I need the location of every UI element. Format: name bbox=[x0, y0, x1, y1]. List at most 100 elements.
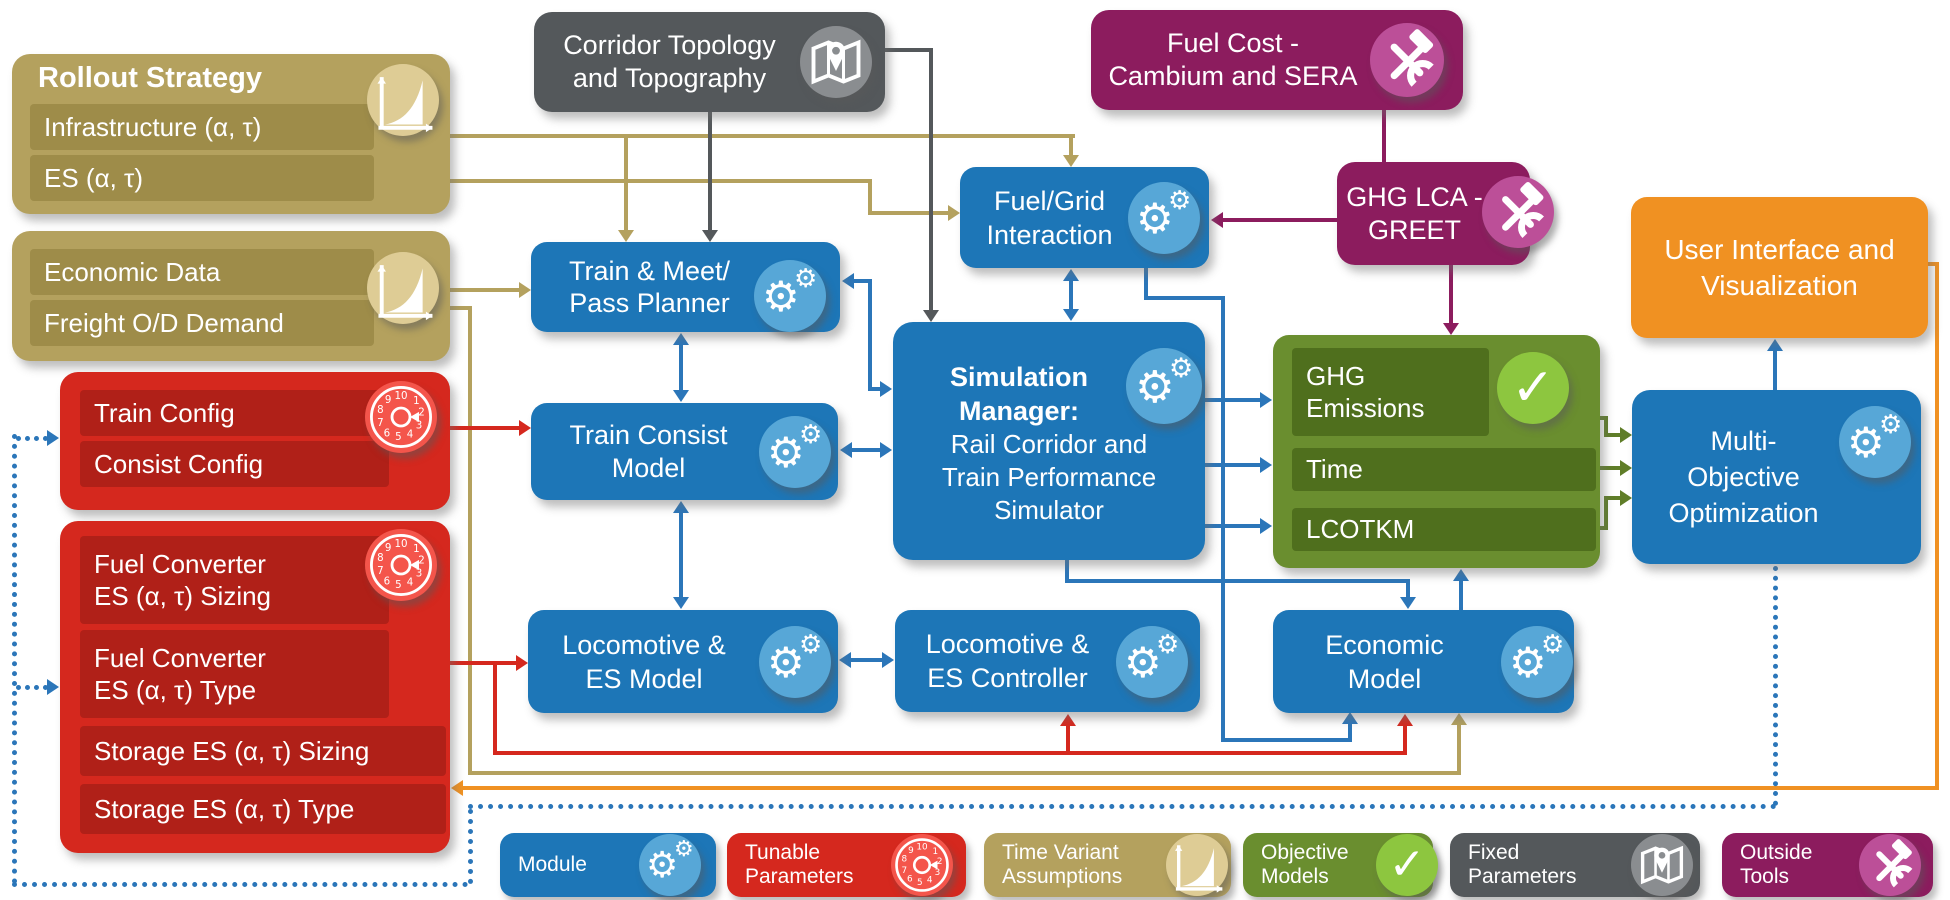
train-consist-label: Train Consist Model bbox=[569, 419, 728, 483]
connector-line bbox=[1406, 583, 1410, 597]
connector-line bbox=[868, 179, 872, 213]
connector-line bbox=[16, 685, 48, 690]
connector-arrowhead bbox=[1260, 392, 1272, 408]
ghg-emissions-item: GHG Emissions bbox=[1292, 348, 1489, 436]
svg-text:8: 8 bbox=[377, 552, 384, 564]
connector-arrowhead bbox=[1453, 569, 1469, 581]
connector-line bbox=[885, 48, 933, 52]
fuel-converter-type-label: Fuel Converter ES (α, τ) Type bbox=[94, 643, 266, 705]
connector-arrowhead bbox=[519, 420, 531, 436]
gears-icon: ⚙ ⚙ bbox=[1839, 406, 1911, 478]
connector-arrowhead bbox=[673, 597, 689, 609]
gears-icon: ⚙ ⚙ bbox=[1116, 626, 1188, 698]
connector-line bbox=[1066, 726, 1070, 751]
svg-text:1: 1 bbox=[932, 847, 938, 857]
connector-line bbox=[868, 387, 880, 391]
rollout-es-label: ES (α, τ) bbox=[44, 162, 143, 193]
legend-objective-models: Objective Models ✓ bbox=[1243, 833, 1438, 897]
connector-line bbox=[12, 882, 468, 887]
simulation-manager-subtitle: Rail Corridor and Train Performance Simu… bbox=[941, 428, 1157, 525]
connector-line bbox=[1205, 524, 1260, 528]
connector-line bbox=[854, 279, 870, 283]
connector-line bbox=[868, 279, 872, 389]
planner-label: Train & Meet/ Pass Planner bbox=[568, 256, 731, 318]
svg-text:3: 3 bbox=[935, 868, 941, 878]
connector-line bbox=[468, 804, 1777, 809]
connector-line bbox=[450, 426, 519, 430]
legend-time-variant-label: Time Variant Assumptions bbox=[1002, 841, 1123, 888]
connector-line bbox=[1069, 281, 1073, 309]
svg-text:10: 10 bbox=[394, 390, 407, 402]
connector-line bbox=[1773, 566, 1778, 806]
connector-arrowhead bbox=[923, 310, 939, 322]
svg-text:10: 10 bbox=[394, 538, 407, 550]
connector-arrowhead bbox=[880, 381, 892, 397]
check-icon: ✓ bbox=[1376, 834, 1438, 896]
connector-arrowhead bbox=[948, 205, 960, 221]
svg-text:5: 5 bbox=[917, 878, 923, 888]
economic-data-item: Economic Data bbox=[30, 249, 374, 295]
multi-objective-box: Multi- Objective Optimization ⚙ ⚙ bbox=[1632, 390, 1921, 564]
storage-es-type-item: Storage ES (α, τ) Type bbox=[80, 784, 446, 834]
connector-line bbox=[450, 661, 516, 665]
svg-text:6: 6 bbox=[907, 875, 913, 885]
connector-arrowhead bbox=[1063, 155, 1079, 167]
connector-line bbox=[1065, 579, 1410, 583]
connector-arrowhead bbox=[1451, 713, 1467, 725]
connector-line bbox=[450, 179, 872, 183]
connector-line bbox=[493, 751, 1407, 755]
ghg-emissions-label: GHG Emissions bbox=[1306, 361, 1425, 423]
connector-line bbox=[1604, 496, 1620, 500]
svg-text:2: 2 bbox=[418, 407, 425, 419]
connector-arrowhead bbox=[1443, 323, 1459, 335]
legend-module-label: Module bbox=[518, 853, 587, 876]
rollout-infrastructure-label: Infrastructure (α, τ) bbox=[44, 111, 262, 142]
connector-line bbox=[1457, 725, 1461, 771]
svg-text:4: 4 bbox=[407, 429, 414, 441]
connector-arrowhead bbox=[1620, 427, 1632, 443]
svg-text:9: 9 bbox=[385, 394, 392, 406]
connector-line bbox=[1459, 580, 1463, 611]
gears-icon: ⚙ ⚙ bbox=[1128, 182, 1200, 254]
tools-icon bbox=[1859, 834, 1921, 896]
connector-arrowhead bbox=[1063, 269, 1079, 281]
connector-line bbox=[448, 306, 472, 310]
train-config-label: Train Config bbox=[94, 397, 235, 428]
time-variant-chart-icon bbox=[1166, 834, 1228, 896]
connector-line bbox=[1604, 433, 1620, 437]
ghg-lca-greet-label: GHG LCA - GREET bbox=[1346, 181, 1483, 245]
fuel-cost-label: Fuel Cost - Cambium and SERA bbox=[1108, 28, 1358, 91]
svg-text:8: 8 bbox=[901, 855, 907, 865]
connector-line bbox=[1348, 724, 1352, 740]
connector-arrowhead bbox=[839, 652, 851, 668]
svg-text:1: 1 bbox=[413, 395, 420, 407]
rollout-strategy-box: Rollout Strategy Infrastructure (α, τ) E… bbox=[12, 54, 450, 214]
time-variant-chart-icon bbox=[367, 64, 439, 136]
svg-text:4: 4 bbox=[927, 876, 933, 886]
connector-arrowhead bbox=[1342, 712, 1358, 724]
loco-es-model-label: Locomotive & ES Model bbox=[562, 629, 726, 694]
connector-arrowhead bbox=[1400, 597, 1416, 609]
train-consist-module-box: Train Consist Model ⚙ ⚙ bbox=[531, 403, 838, 500]
multi-objective-label: Multi- Objective Optimization bbox=[1668, 426, 1819, 528]
legend-time-variant: Time Variant Assumptions bbox=[984, 833, 1231, 897]
connector-line bbox=[1604, 498, 1608, 530]
legend-tunable-label: Tunable Parameters bbox=[745, 841, 854, 888]
connector-line bbox=[463, 786, 1939, 790]
economic-model-label: Economic Model bbox=[1325, 629, 1444, 694]
connector-line bbox=[1449, 265, 1453, 323]
connector-arrowhead bbox=[673, 501, 689, 513]
connector-arrowhead bbox=[618, 230, 634, 242]
legend-objective-label: Objective Models bbox=[1261, 841, 1349, 888]
corridor-topology-box: Corridor Topology and Topography bbox=[534, 12, 885, 112]
loco-es-controller-label: Locomotive & ES Controller bbox=[925, 629, 1090, 693]
gears-icon: ⚙ ⚙ bbox=[1501, 626, 1573, 698]
gears-icon: ⚙ ⚙ bbox=[759, 626, 831, 698]
connector-line bbox=[852, 448, 880, 452]
gears-icon: ⚙ ⚙ bbox=[754, 260, 826, 332]
fuel-grid-module-box: Fuel/Grid Interaction ⚙ ⚙ bbox=[960, 167, 1209, 268]
connector-line bbox=[1604, 416, 1608, 437]
connector-arrowhead bbox=[842, 273, 854, 289]
